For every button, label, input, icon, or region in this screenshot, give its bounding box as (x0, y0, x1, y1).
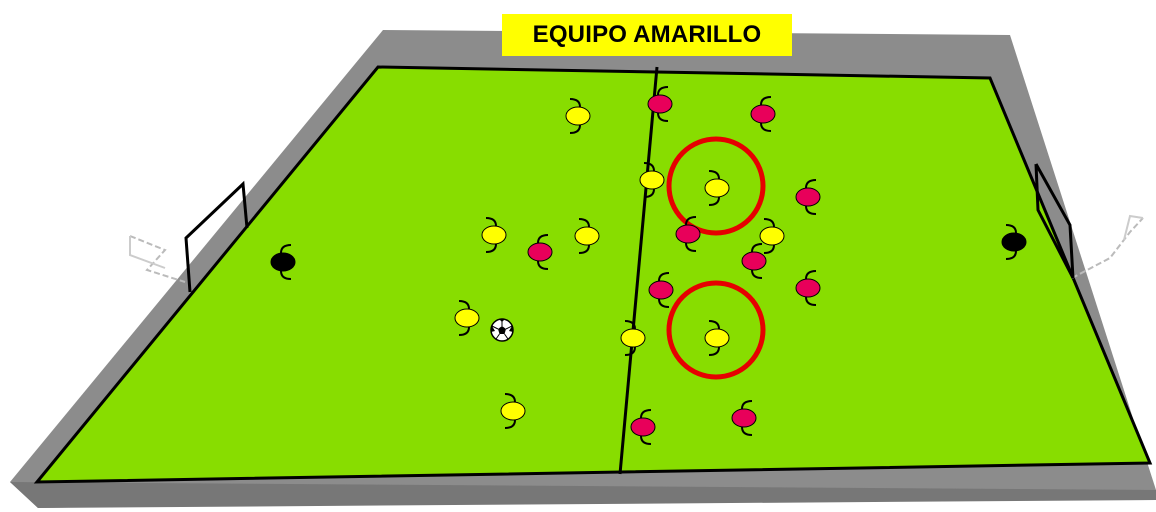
pitch (33, 65, 1153, 484)
soccer-ball-icon (490, 318, 514, 342)
yellow-player (704, 320, 730, 356)
yellow-player (620, 320, 646, 356)
red-player (795, 270, 821, 306)
red-player (750, 96, 776, 132)
red-player (527, 234, 553, 270)
yellow-player (704, 170, 730, 206)
goalkeeper (1001, 224, 1027, 260)
yellow-player (454, 300, 480, 336)
yellow-player (574, 218, 600, 254)
yellow-player (500, 393, 526, 429)
red-player (648, 272, 674, 308)
highlight-circle (666, 136, 766, 236)
red-player (647, 86, 673, 122)
left-goal (129, 180, 249, 293)
goalkeeper (270, 244, 296, 280)
red-player (795, 179, 821, 215)
yellow-player (481, 217, 507, 253)
right-goal (1034, 163, 1144, 279)
highlight-circle (666, 280, 766, 380)
red-player (731, 400, 757, 436)
red-player (675, 216, 701, 252)
red-player (741, 243, 767, 279)
red-player (630, 409, 656, 445)
yellow-player (565, 98, 591, 134)
pitch-border-shade (10, 482, 1156, 508)
yellow-player (639, 162, 665, 198)
title-label: EQUIPO AMARILLO (502, 14, 792, 56)
yellow-player (759, 218, 785, 254)
halfway-line (618, 66, 659, 475)
